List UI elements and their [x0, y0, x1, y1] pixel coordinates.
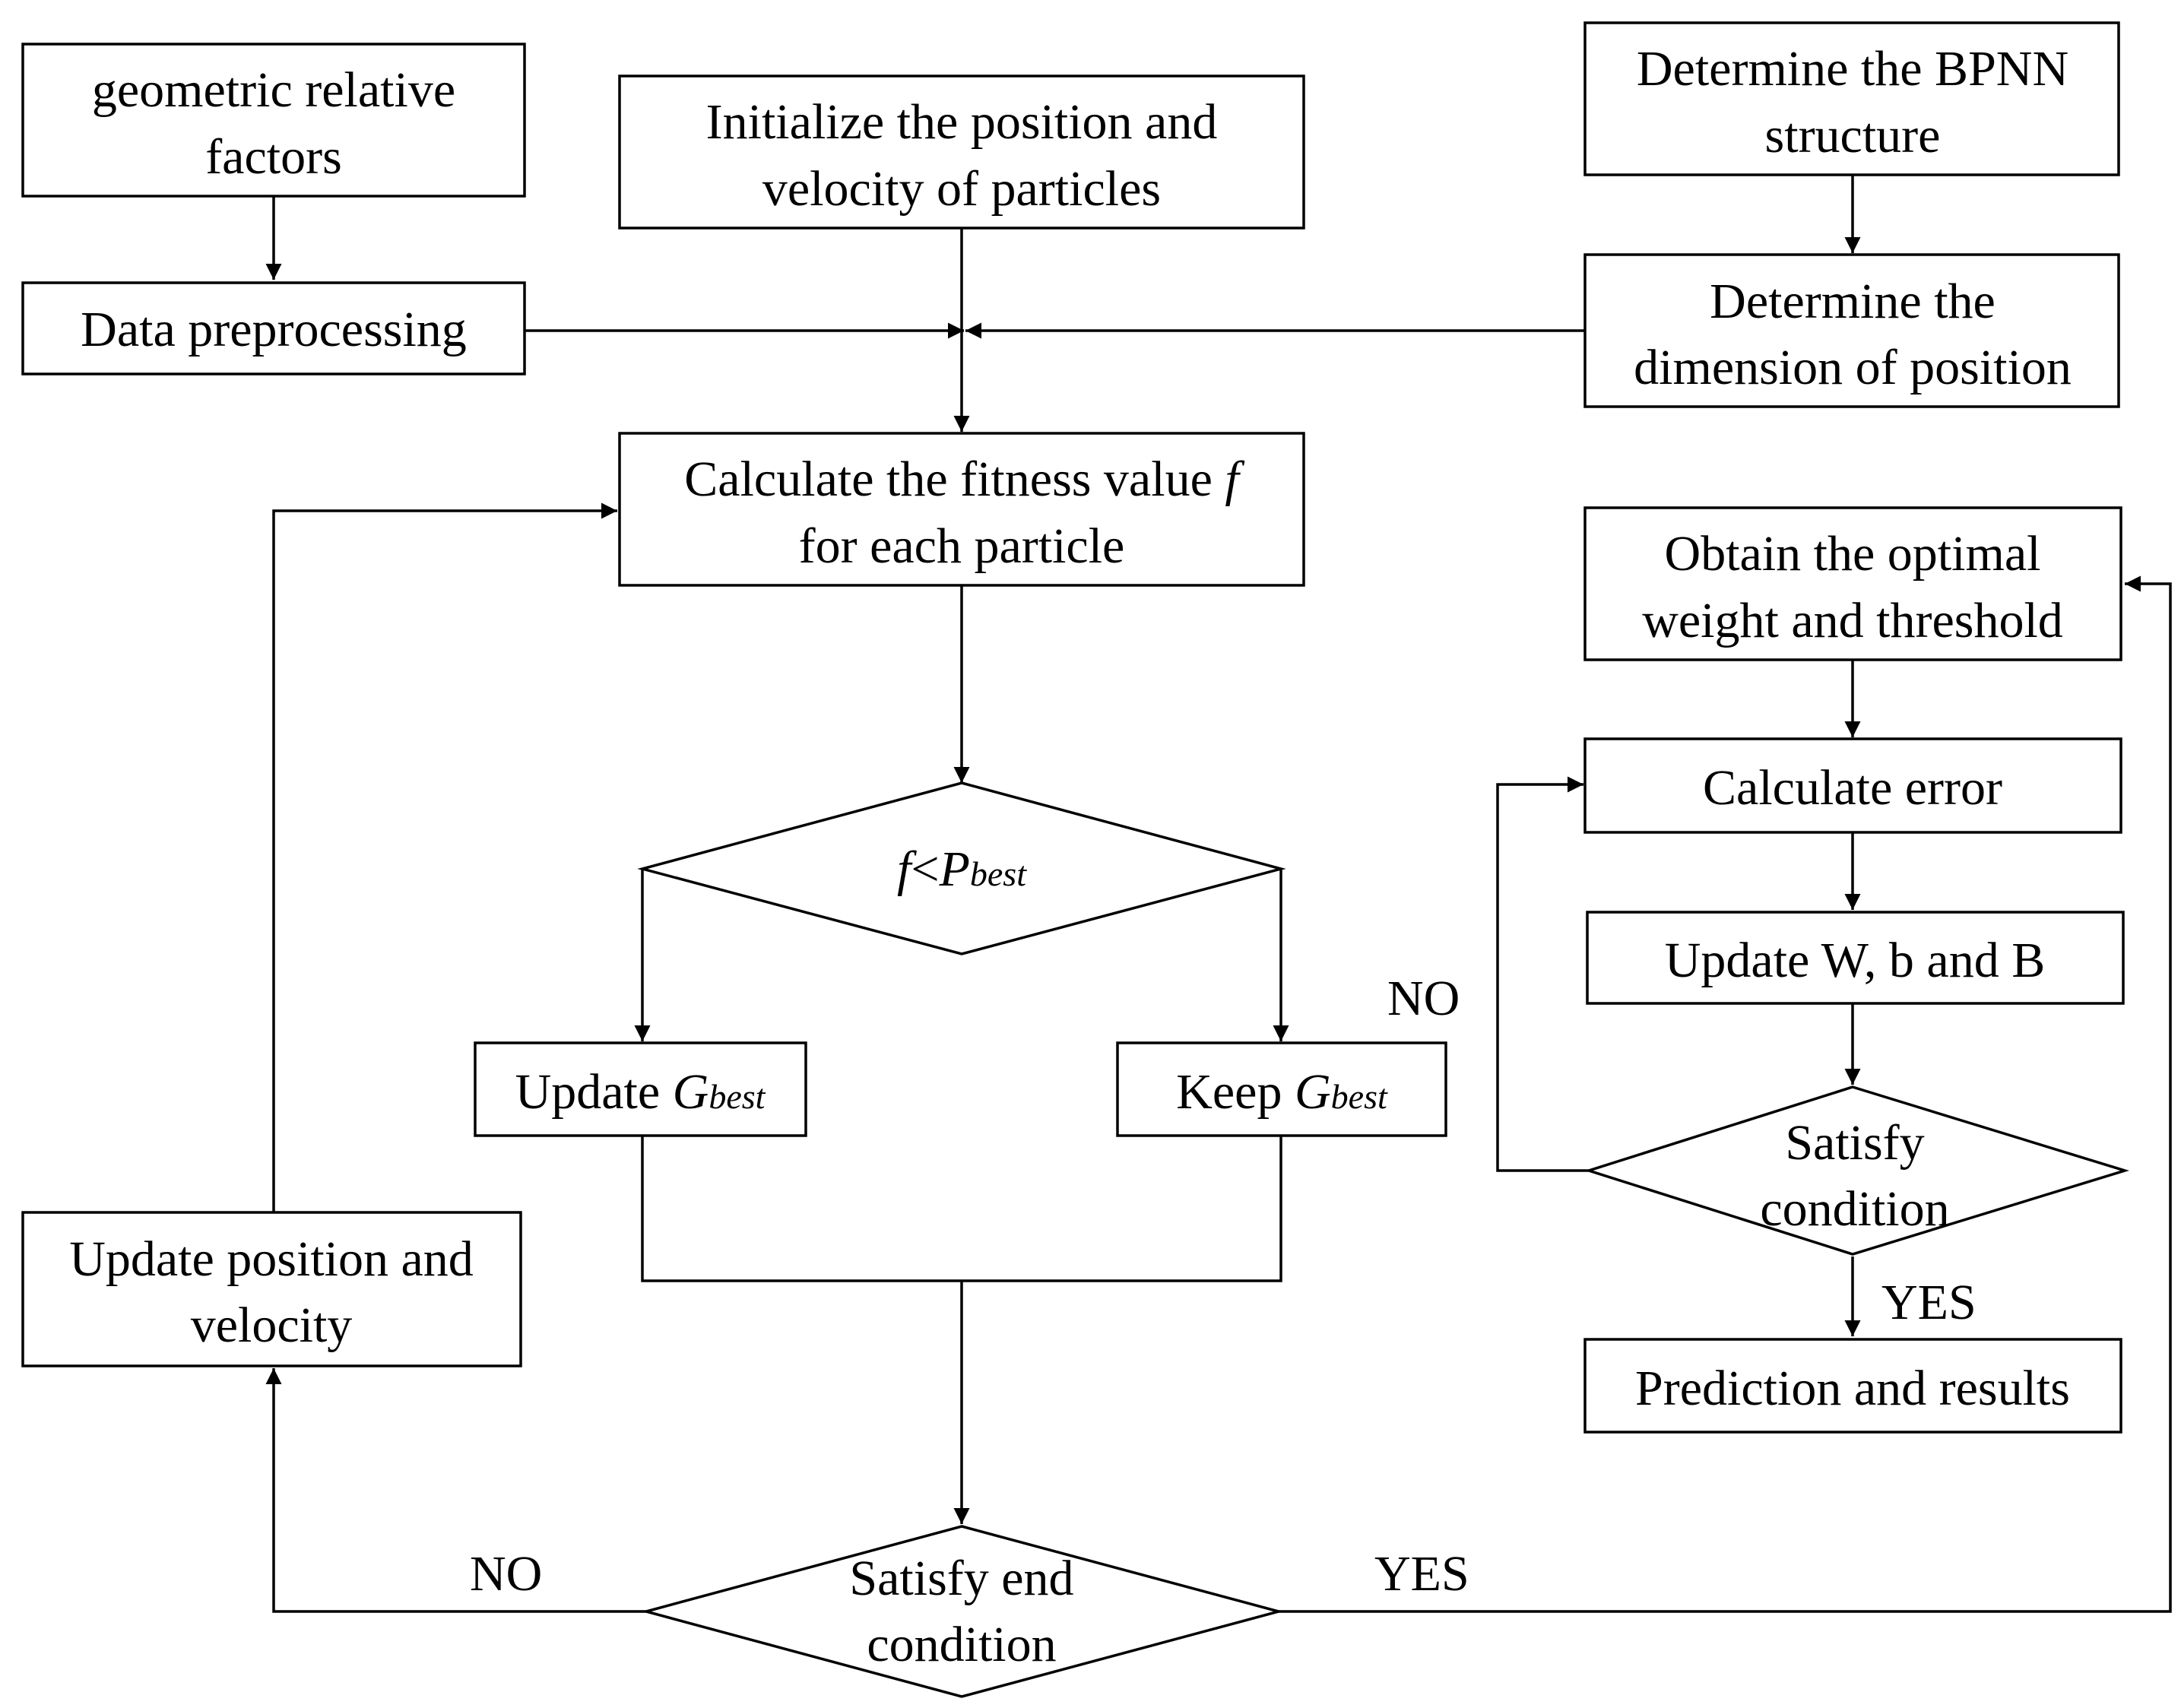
dimension-line1: Determine the: [1710, 274, 1996, 329]
edge-gbest-merge: [641, 1136, 1282, 1282]
edge-label-satisfy-yes: YES: [1881, 1275, 1977, 1330]
end-condition-line2: condition: [867, 1617, 1056, 1672]
fitness-line1: Calculate the fitness value f: [684, 452, 1244, 507]
geometric-factors-line1: geometric relative: [92, 62, 455, 118]
satisfy-line2: condition: [1760, 1181, 1949, 1237]
optimal-line1: Obtain the optimal: [1665, 526, 2041, 581]
prediction-label: Prediction and results: [1635, 1361, 2070, 1416]
geometric-factors-line2: factors: [205, 129, 342, 185]
update-wbb-label: Update W, b and B: [1665, 933, 2045, 988]
optimal-line2: weight and threshold: [1642, 593, 2063, 648]
edge-update-to-fitness: [272, 502, 617, 1212]
connectors: [265, 175, 2172, 1613]
update-pos-vel-line2: velocity: [191, 1298, 353, 1353]
node-prediction: Prediction and results: [1583, 1338, 2122, 1434]
node-update-wbb: Update W, b and B: [1586, 911, 2125, 1005]
edge-label-end-yes: YES: [1374, 1546, 1469, 1602]
edge-label-satisfy-no: NO: [1387, 971, 1460, 1026]
node-data-preprocessing: Data preprocessing: [21, 281, 526, 376]
node-keep-gbest: Keep Gbest: [1116, 1041, 1447, 1137]
update-pos-vel-line1: Update position and: [69, 1231, 474, 1287]
node-calc-error: Calculate error: [1583, 737, 2122, 834]
edge-end-condition-no: [265, 1368, 646, 1613]
node-initialize: Initialize the position and velocity of …: [618, 74, 1305, 230]
node-compare-decision: f<Pbest: [637, 781, 1286, 955]
edge-end-condition-yes: [1277, 575, 2172, 1613]
compare-label: f<Pbest: [897, 841, 1027, 897]
node-satisfy-decision: Satisfy condition: [1584, 1085, 2129, 1256]
dimension-line2: dimension of position: [1634, 340, 2072, 395]
initialize-line2: velocity of particles: [762, 161, 1161, 217]
node-fitness: Calculate the fitness value f for each p…: [618, 432, 1305, 587]
satisfy-line1: Satisfy: [1785, 1115, 1924, 1171]
calc-error-label: Calculate error: [1703, 760, 2002, 816]
node-geometric-factors: geometric relative factors: [21, 43, 526, 198]
initialize-line1: Initialize the position and: [706, 94, 1218, 150]
node-dimension: Determine the dimension of position: [1583, 253, 2120, 408]
data-preprocessing-label: Data preprocessing: [81, 302, 467, 357]
bpnn-structure-line1: Determine the BPNN: [1637, 41, 2068, 97]
node-update-pos-vel: Update position and velocity: [21, 1211, 522, 1367]
node-optimal: Obtain the optimal weight and threshold: [1583, 506, 2122, 661]
fitness-line2: for each particle: [799, 518, 1125, 574]
node-end-condition-decision: Satisfy end condition: [641, 1525, 1284, 1698]
edge-label-end-no: NO: [470, 1546, 542, 1602]
update-gbest-label: Update Gbest: [515, 1064, 766, 1120]
keep-gbest-label: Keep Gbest: [1176, 1064, 1388, 1120]
node-bpnn-structure: Determine the BPNN structure: [1583, 21, 2120, 176]
bpnn-structure-line2: structure: [1765, 108, 1941, 163]
end-condition-line1: Satisfy end: [849, 1551, 1073, 1606]
node-update-gbest: Update Gbest: [474, 1041, 807, 1137]
edge-satisfy-no: [1496, 776, 1589, 1172]
